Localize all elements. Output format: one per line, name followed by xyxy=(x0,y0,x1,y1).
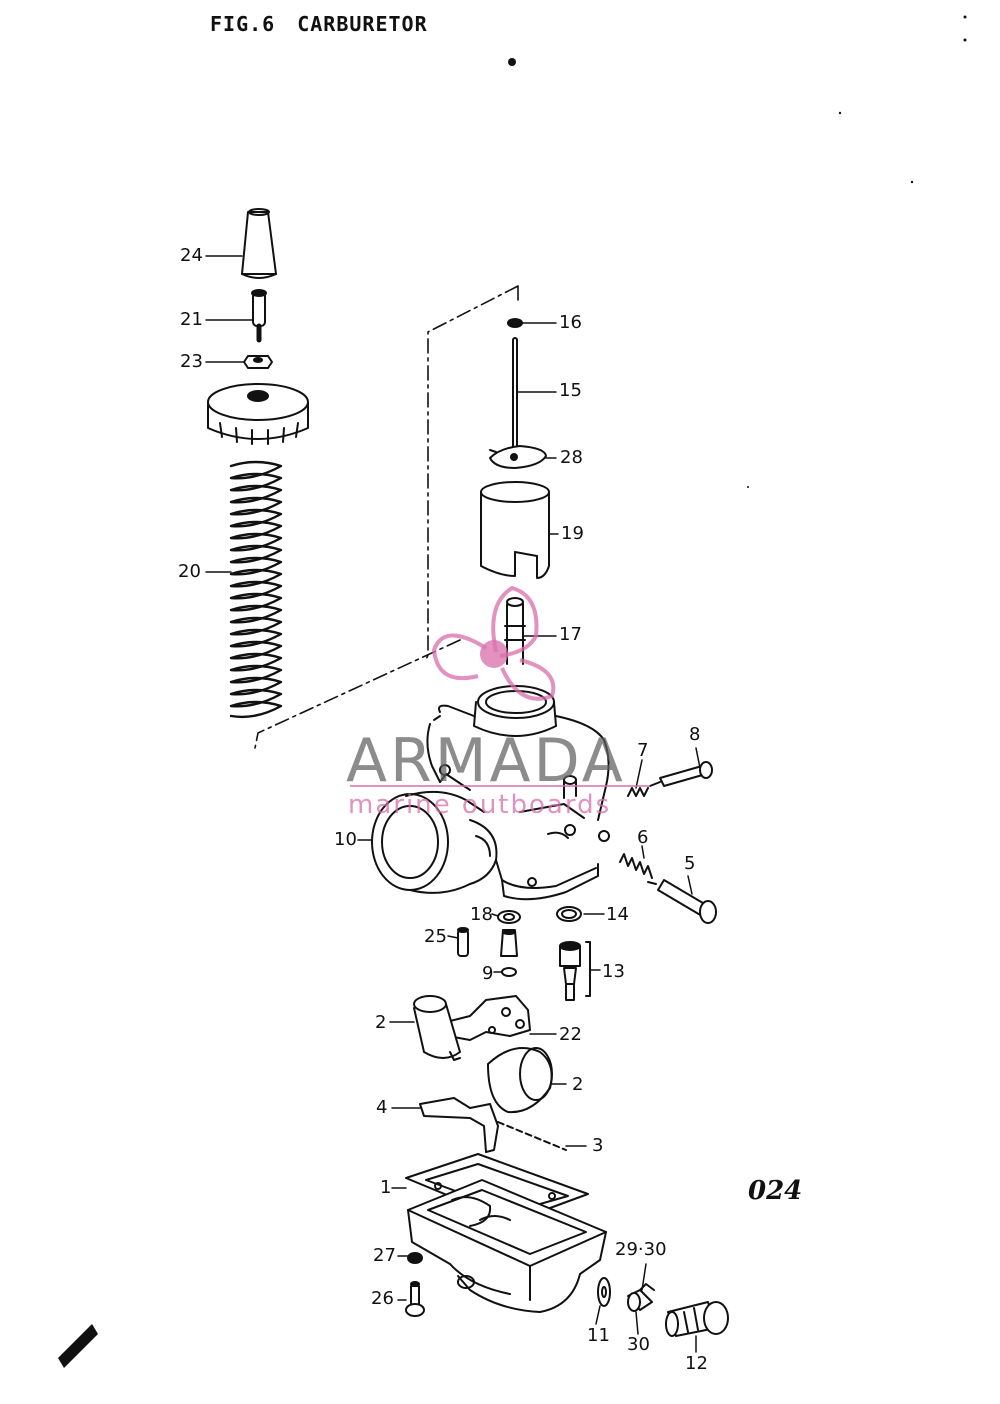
part-2-float-left xyxy=(413,995,461,1061)
corner-stamp xyxy=(58,1324,98,1368)
part-30-drain-screw xyxy=(627,1283,655,1312)
callout-2-left: 2 xyxy=(375,1012,387,1033)
part-14-o-ring xyxy=(556,906,582,922)
callout-16: 16 xyxy=(559,312,582,333)
callout-25: 25 xyxy=(424,926,447,947)
figure-title: FIG.6 CARBURETOR xyxy=(210,12,428,36)
part-27-washer xyxy=(407,1252,423,1264)
propeller-logo xyxy=(350,585,650,787)
part-18-washer xyxy=(497,910,521,924)
callout-3: 3 xyxy=(592,1135,604,1156)
callout-29-30: 29·30 xyxy=(615,1239,667,1260)
part-5-throttle-screw xyxy=(647,879,717,924)
callout-1: 1 xyxy=(380,1177,392,1198)
callout-9: 9 xyxy=(482,963,494,984)
part-19-throttle-valve xyxy=(480,481,550,579)
page-code: 024 xyxy=(748,1176,803,1206)
callout-21: 21 xyxy=(180,309,203,330)
callout-12: 12 xyxy=(685,1353,708,1374)
callout-26: 26 xyxy=(371,1288,394,1309)
callout-20: 20 xyxy=(178,561,201,582)
part-28-plate xyxy=(489,445,547,469)
part-9-washer xyxy=(501,967,517,977)
callout-18: 18 xyxy=(470,904,493,925)
part-float-bowl xyxy=(407,1179,607,1313)
leader-lines xyxy=(205,255,701,1353)
assembly-dashed-line xyxy=(254,285,519,749)
part-10-carburetor-body xyxy=(371,685,610,901)
callout-17: 17 xyxy=(559,624,582,645)
callout-11: 11 xyxy=(587,1325,610,1346)
callout-15: 15 xyxy=(559,380,582,401)
part-8-pilot-screw xyxy=(649,761,713,787)
part-13-main-jet xyxy=(559,941,591,1001)
callout-4: 4 xyxy=(376,1097,388,1118)
part-3-float-pin xyxy=(497,1121,567,1151)
callout-28: 28 xyxy=(560,447,583,468)
callout-13: 13 xyxy=(602,961,625,982)
part-20-spring xyxy=(229,460,283,719)
part-jet-holder xyxy=(500,929,518,957)
callout-5: 5 xyxy=(684,853,696,874)
part-6-spring xyxy=(619,853,653,879)
callout-14: 14 xyxy=(606,904,629,925)
part-2-float-right xyxy=(487,1047,553,1114)
scan-specks xyxy=(508,15,967,488)
part-11-washer xyxy=(597,1277,611,1307)
part-4-float-arm xyxy=(419,1097,499,1153)
callout-27: 27 xyxy=(373,1245,396,1266)
callout-23: 23 xyxy=(180,351,203,372)
callout-30: 30 xyxy=(627,1334,650,1355)
callout-10: 10 xyxy=(334,829,357,850)
callout-7: 7 xyxy=(637,740,649,761)
part-12-fuel-fitting xyxy=(665,1301,729,1337)
part-25-pilot-jet xyxy=(457,927,469,957)
watermark-tagline: marine outboards xyxy=(348,790,612,820)
figure-name: CARBURETOR xyxy=(297,12,428,36)
part-22-gasket xyxy=(445,995,531,1041)
callout-24: 24 xyxy=(180,245,203,266)
part-24-rubber-cap xyxy=(241,208,277,279)
part-21-adjuster xyxy=(251,289,267,343)
part-23-nut xyxy=(243,355,273,369)
callout-22: 22 xyxy=(559,1024,582,1045)
figure-number: FIG.6 xyxy=(210,12,276,36)
callout-2-right: 2 xyxy=(572,1074,584,1095)
part-16-clip xyxy=(507,318,523,328)
part-7-spring-small xyxy=(627,787,649,797)
callout-8: 8 xyxy=(689,724,701,745)
watermark-brand: ARMADA xyxy=(346,726,626,796)
callout-6: 6 xyxy=(637,827,649,848)
callout-19: 19 xyxy=(561,523,584,544)
part-top-cap xyxy=(207,383,309,445)
part-26-screw xyxy=(405,1281,425,1317)
